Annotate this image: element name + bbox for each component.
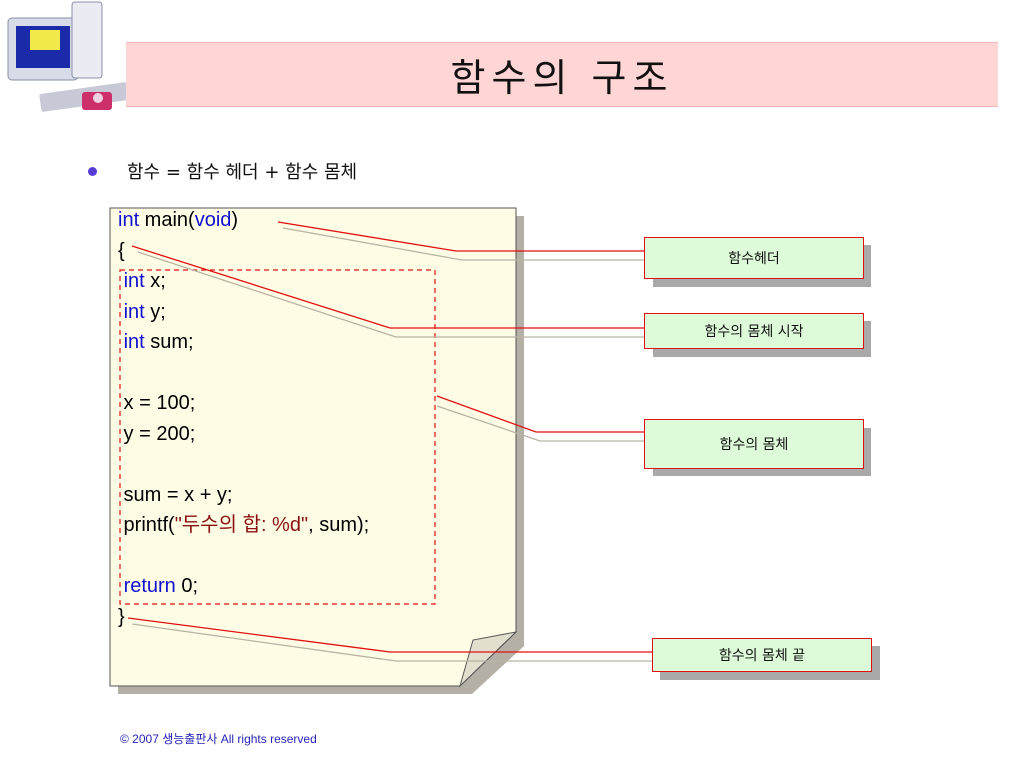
leader-body-end [127,617,652,653]
code-line [118,449,478,480]
code-line: x = 100; [118,388,478,419]
title-bar: 함수의 구조 [126,42,998,107]
code-line: } [118,602,478,633]
code-block: int main(void) { int x; int y; int sum; x… [118,205,478,632]
leader-shadow-body [436,405,652,442]
computer-logo-icon [7,1,129,112]
body-dashed-box [119,269,436,605]
code-line [118,541,478,572]
bullet-dot-icon [88,166,97,176]
code-line: y = 200; [118,419,478,450]
code-text: x = 100; [118,392,196,414]
code-text: main( [139,209,195,231]
code-keyword: int [123,300,145,323]
label-body-end-text: 함수의 몸체 끝 [718,648,806,664]
bullet-text: 함수 = 함수 헤더 + 함수 몸체 [127,162,358,183]
page-curl-icon [459,631,518,688]
label-body-text: 함수의 몸체 [719,437,789,453]
leader-shadow-body-end [131,623,660,662]
code-text: sum = x + y; [118,483,233,506]
code-line: printf("두수의 합: %d", sum); [118,510,478,541]
code-line: return 0; [118,571,478,602]
leader-lines [127,221,652,653]
code-text: } [118,605,125,628]
label-body: 함수의 몸체 [644,419,864,469]
code-keyword: int [118,209,140,231]
code-text: ) [231,209,239,231]
leader-body-start [131,245,644,329]
code-line: sum = x + y; [118,480,478,511]
code-text: { [118,239,125,262]
code-text: y = 200; [118,422,196,445]
bullet-item: 함수 = 함수 헤더 + 함수 몸체 [88,158,357,184]
label-body-end: 함수의 몸체 끝 [652,638,872,672]
code-keyword: int [123,331,145,353]
code-text: sum; [144,331,194,353]
code-line: { [118,236,478,267]
label-function-header-text: 함수헤더 [728,251,780,267]
code-text: y; [144,300,166,323]
code-text: 0; [175,575,199,597]
label-body-start: 함수의 몸체 시작 [644,313,864,349]
copyright: © 2007 생능출판사 All rights reserved [120,732,317,746]
code-keyword: void [194,209,232,231]
code-text: x; [144,270,166,292]
code-string: "두수의 합: %d" [174,514,309,536]
label-body-start-text: 함수의 몸체 시작 [704,324,804,340]
code-line: int y; [118,297,478,328]
leader-header [277,221,644,252]
code-text: , sum); [308,514,370,536]
label-function-header: 함수헤더 [644,237,864,279]
code-line [118,358,478,389]
leader-shadow-header [282,227,652,261]
code-line: int x; [118,266,478,297]
code-line: int main(void) [118,205,478,236]
leader-body [436,395,644,433]
code-text: printf( [118,514,175,536]
slide-title: 함수의 구조 [450,56,674,100]
leader-shadow-body-start [137,251,652,338]
code-keyword: return [123,575,176,597]
code-keyword: int [123,270,145,292]
code-line: int sum; [118,327,478,358]
leader-lines-shadow [131,227,660,662]
